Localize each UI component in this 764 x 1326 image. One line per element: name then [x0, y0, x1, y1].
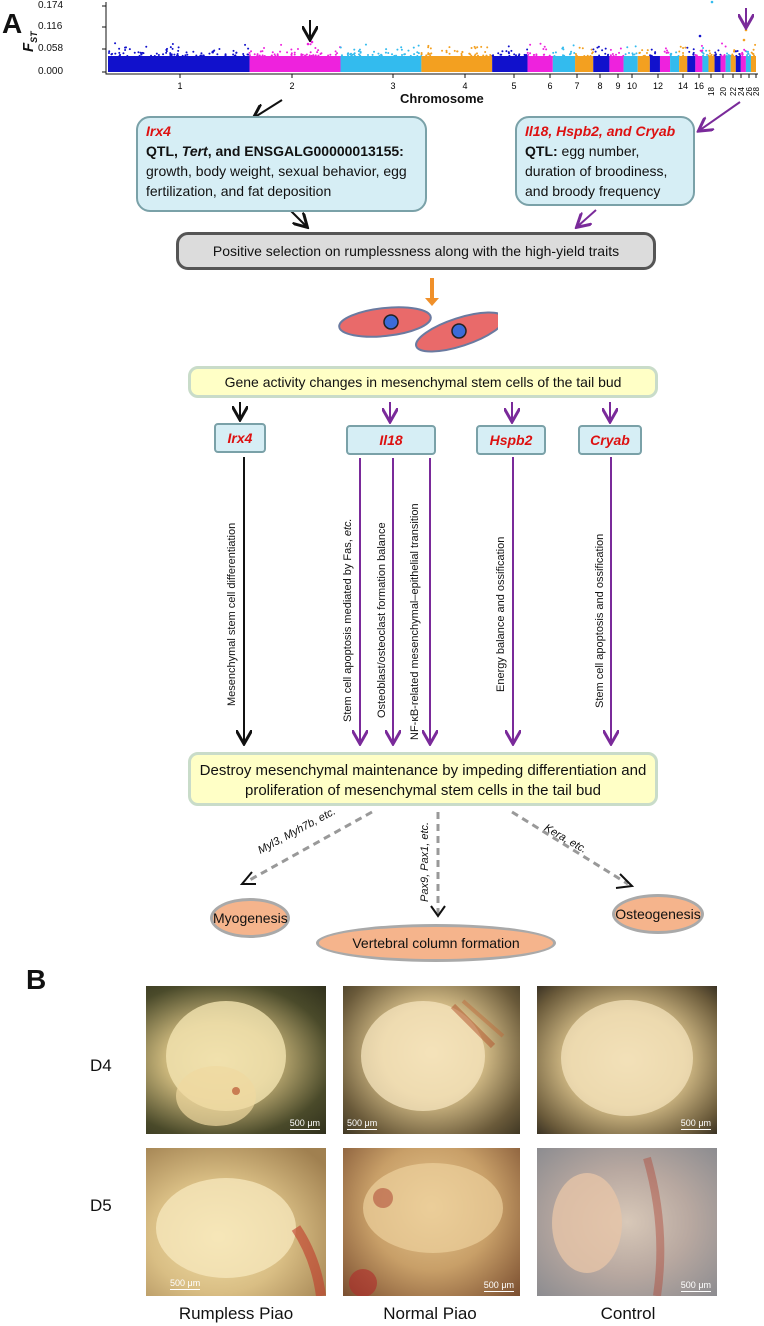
- flow-arrows: [0, 8, 764, 918]
- outcome-vertebral-column: Vertebral column formation: [316, 924, 556, 962]
- chromosome-tick: 9: [615, 81, 620, 91]
- right-qtl-box: Il18, Hspb2, and Cryab QTL: egg number, …: [515, 116, 695, 206]
- photo-d4-rumpless-piao: 500 μm: [146, 986, 326, 1134]
- chromosome-tick: 16: [694, 81, 704, 91]
- mesenchymal-cells-illustration: [338, 306, 498, 353]
- column-label-control: Control: [600, 1304, 656, 1323]
- chromosome-tick: 28: [752, 87, 761, 96]
- pathway-irx4: Mesenchymal stem cell differentiation: [226, 522, 238, 706]
- pathway-il18-osteo: Osteoblast/osteoclast formation balance: [376, 522, 388, 718]
- chromosome-band: [750, 56, 756, 72]
- left-box-genes: Irx4: [146, 123, 171, 139]
- chromosome-band: [725, 56, 731, 72]
- chromosome-band: [720, 56, 726, 72]
- chromosome-tick: 1: [177, 81, 182, 91]
- chromosome-band: [695, 56, 703, 72]
- left-box-qtl-heading: QTL, Tert, and ENSGALG00000013155:: [146, 143, 404, 159]
- row-label-d5: D5: [90, 1196, 112, 1215]
- chromosome-tick: 6: [547, 81, 552, 91]
- fst-y-tick: 0.000: [38, 66, 64, 77]
- outcome-myogenesis: Myogenesis: [210, 898, 290, 938]
- chromosome-tick: 18: [707, 87, 716, 96]
- pathway-hspb2: Energy balance and ossification: [495, 536, 507, 692]
- right-box-genes: Il18, Hspb2, and Cryab: [525, 123, 676, 139]
- chromosome-tick: 12: [653, 81, 663, 91]
- chromosome-tick: 3: [390, 81, 395, 91]
- gene-box-irx4: Irx4: [214, 423, 266, 453]
- chromosome-band: [527, 56, 553, 72]
- photo-d4-control: 500 μm: [537, 986, 717, 1134]
- fst-y-tick: 0.116: [38, 21, 63, 32]
- chromosome-tick: 8: [597, 81, 602, 91]
- right-box-traits: QTL: egg number, duration of broodiness,…: [525, 143, 668, 199]
- photo-d5-normal-piao: 500 μm: [343, 1148, 520, 1296]
- scale-bar: 500 μm: [483, 1280, 514, 1292]
- chromosome-tick: 22: [729, 87, 738, 96]
- fst-y-tick: 0.058: [38, 43, 64, 54]
- scale-bar: 500 μm: [347, 1118, 378, 1130]
- chromosome-band: [552, 56, 576, 72]
- chromosome-band: [249, 56, 341, 72]
- chromosome-band: [492, 56, 528, 72]
- panel-label-b: B: [26, 964, 47, 995]
- chromosome-tick: 2: [289, 81, 294, 91]
- chromosome-tick: 24: [737, 87, 746, 96]
- pathway-il18-apoptosis: Stem cell apoptosis mediated by Fas, etc…: [342, 518, 354, 722]
- selection-box: Positive selection on rumplessness along…: [176, 232, 656, 270]
- chromosome-tick: 14: [678, 81, 688, 91]
- pathway-il18-nfkb: NF-κB-related mesenchymal–epithelial tra…: [409, 503, 421, 740]
- scale-bar: 500 μm: [170, 1278, 201, 1290]
- chromosome-band: [623, 56, 638, 72]
- chromosome-band: [730, 56, 736, 72]
- chromosome-band: [735, 56, 741, 72]
- chromosome-band: [708, 56, 715, 72]
- gene-box-il18: Il18: [346, 425, 436, 455]
- chromosome-band: [108, 56, 250, 72]
- chromosome-band: [687, 56, 696, 72]
- chromosome-axis-label: Chromosome: [400, 91, 484, 106]
- chromosome-tick: 20: [719, 87, 728, 96]
- fst-y-tick: 0.174: [38, 0, 64, 11]
- chromosome-band: [575, 56, 594, 72]
- gene-activity-box: Gene activity changes in mesenchymal ste…: [188, 366, 658, 398]
- chromosome-band: [740, 56, 746, 72]
- chromosome-band: [659, 56, 671, 72]
- chromosome-tick: 26: [745, 87, 754, 96]
- chromosome-band: [649, 56, 660, 72]
- chromosome-band: [421, 56, 493, 72]
- chromosome-band: [679, 56, 688, 72]
- chromosome-band: [714, 56, 721, 72]
- column-label-normal-piao: Normal Piao: [383, 1304, 477, 1323]
- chromosome-tick: 10: [627, 81, 637, 91]
- photo-d4-normal-piao: 500 μm: [343, 986, 520, 1134]
- chromosome-tick: 4: [462, 81, 467, 91]
- outcome-osteogenesis: Osteogenesis: [612, 894, 704, 934]
- left-box-traits: growth, body weight, sexual behavior, eg…: [146, 163, 407, 199]
- chromosome-tick: 5: [511, 81, 516, 91]
- gene-box-hspb2: Hspb2: [476, 425, 546, 455]
- panel-label-a: A: [2, 8, 23, 39]
- branch-label-vertebral: Pax9, Pax1, etc.: [419, 821, 431, 902]
- destroy-maintenance-box: Destroy mesenchymal maintenance by imped…: [188, 752, 658, 806]
- chromosome-band: [593, 56, 610, 72]
- scale-bar: 500 μm: [289, 1118, 320, 1130]
- photo-d5-control: 500 μm: [537, 1148, 717, 1296]
- chromosome-band: [670, 56, 680, 72]
- chromosome-band: [340, 56, 422, 72]
- left-qtl-box: Irx4 QTL, Tert, and ENSGALG00000013155: …: [136, 116, 427, 212]
- chromosome-band: [637, 56, 650, 72]
- row-label-d4: D4: [90, 1056, 112, 1075]
- chromosome-band: [745, 56, 751, 72]
- scale-bar: 500 μm: [680, 1280, 711, 1292]
- scale-bar: 500 μm: [680, 1118, 711, 1130]
- chromosome-band: [702, 56, 709, 72]
- column-label-rumpless-piao: Rumpless Piao: [178, 1304, 294, 1323]
- gene-box-cryab: Cryab: [578, 425, 642, 455]
- pathway-cryab: Stem cell apoptosis and ossification: [594, 533, 606, 708]
- photo-d5-rumpless-piao: 500 μm: [146, 1148, 326, 1296]
- chromosome-tick: 7: [574, 81, 579, 91]
- chromosome-band: [609, 56, 624, 72]
